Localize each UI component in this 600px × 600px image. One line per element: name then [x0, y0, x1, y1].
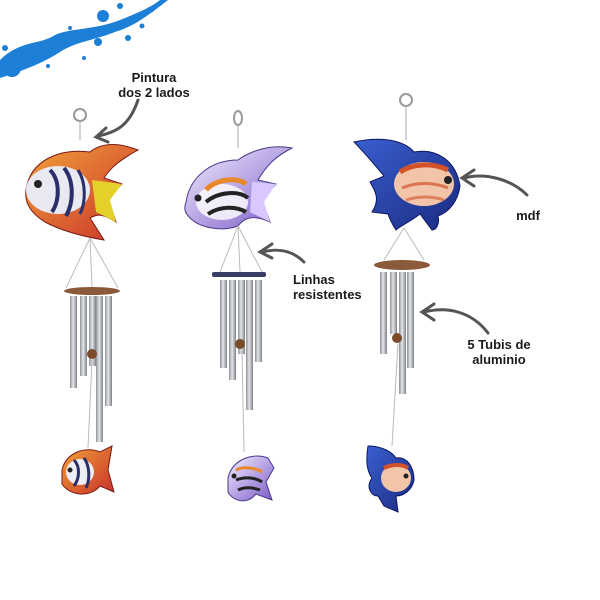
label-linhas-line1: Linhas: [293, 272, 335, 287]
annotation-arrows: [93, 98, 529, 335]
label-tubis-line2: aluminio: [472, 352, 526, 367]
label-mdf-line1: mdf: [516, 208, 540, 223]
label-linhas: Linhas resistentes: [293, 272, 383, 302]
paint-splash: [0, 0, 168, 78]
chime-middle: [184, 110, 294, 502]
chime-right: [353, 93, 461, 513]
label-pintura-line1: Pintura: [131, 70, 177, 85]
label-linhas-line2: resistentes: [293, 287, 362, 302]
chime-left: [25, 108, 140, 495]
label-pintura: Pintura dos 2 lados: [104, 70, 204, 100]
label-tubis-line1: 5 Tubis de: [467, 337, 531, 352]
label-mdf: mdf: [503, 208, 553, 223]
label-pintura-line2: dos 2 lados: [118, 85, 190, 100]
label-tubis: 5 Tubis de aluminio: [454, 337, 544, 367]
